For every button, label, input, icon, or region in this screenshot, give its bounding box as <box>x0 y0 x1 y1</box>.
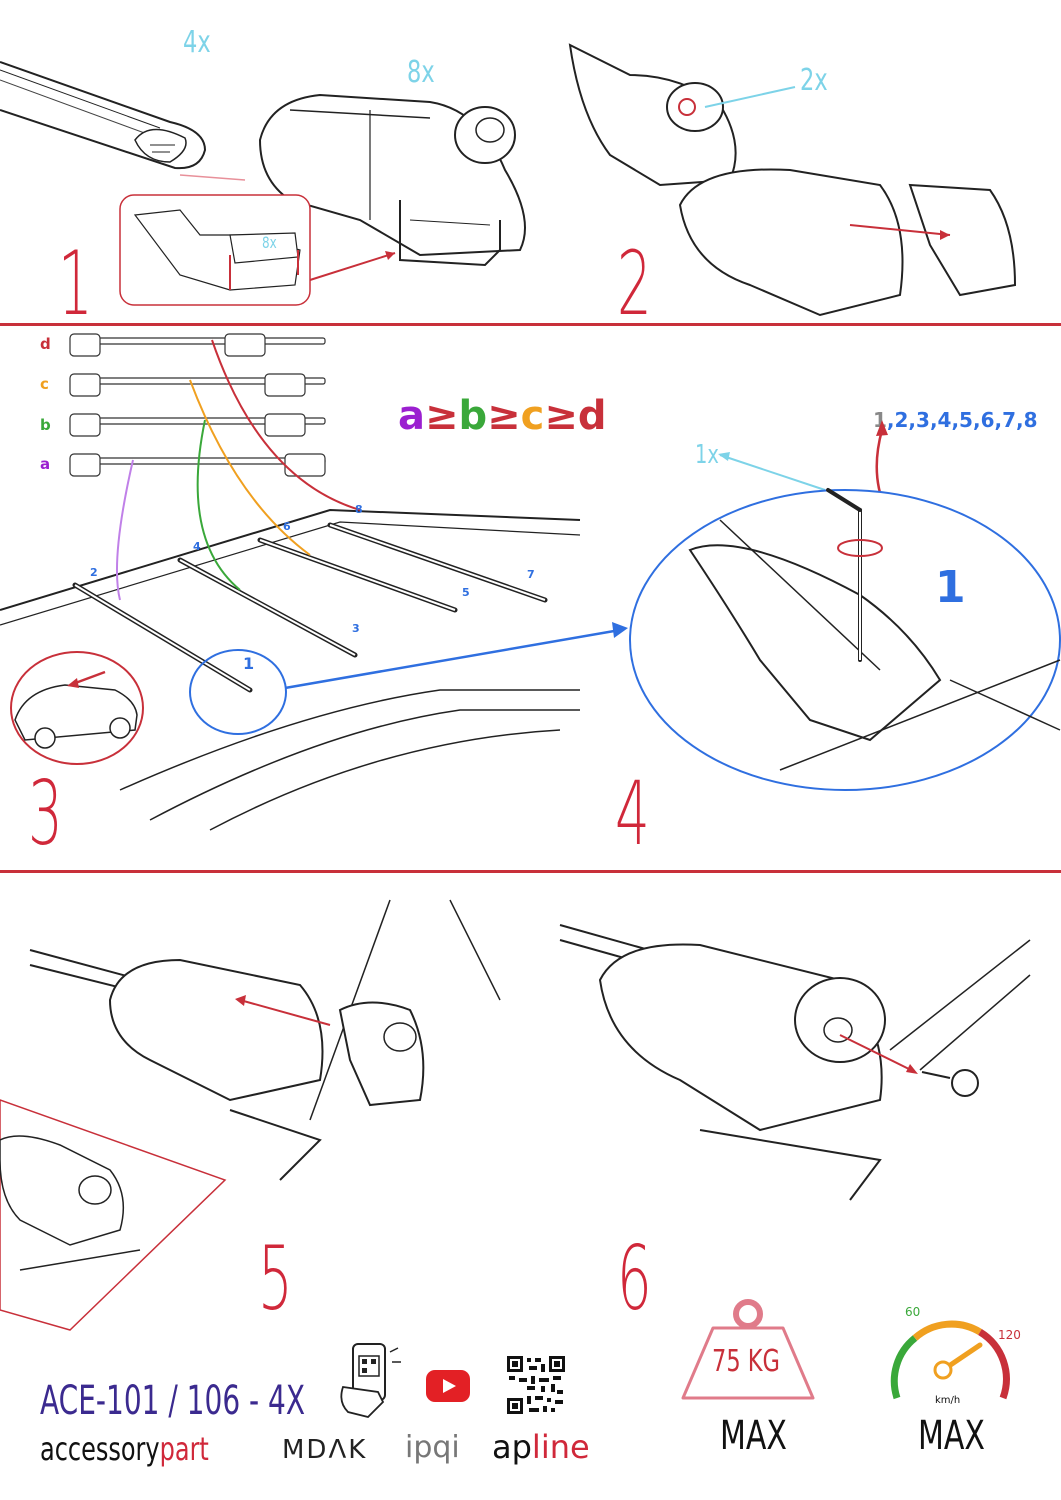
youtube-icon[interactable] <box>426 1370 472 1404</box>
position-3: 3 <box>352 622 360 635</box>
formula-c: c <box>520 393 545 439</box>
step-2-number: 2 <box>617 232 652 335</box>
qr-code-icon[interactable] <box>507 1356 567 1416</box>
lock-with-key-illustration <box>559 924 1031 1201</box>
level-d: d <box>40 335 51 353</box>
position-8: 8 <box>355 503 363 516</box>
formula-d: d <box>577 393 607 439</box>
brand-mdak: MDΛK <box>282 1435 368 1465</box>
position-6: 6 <box>283 520 291 533</box>
pads-quantity: 8x <box>262 233 277 252</box>
brand-accessory: accessory <box>40 1430 160 1468</box>
step-4-number: 4 <box>615 762 650 865</box>
cover-removal-illustration <box>678 168 1017 317</box>
formula-ge-1: ≥ <box>425 393 459 439</box>
formula-ge-2: ≥ <box>487 393 521 439</box>
brand-part: part <box>159 1430 209 1468</box>
formula-ge-3: ≥ <box>544 393 578 439</box>
feet-quantity: 8x <box>407 55 435 90</box>
phone-scan-icon <box>340 1343 401 1418</box>
keys-quantity: 2x <box>800 63 828 98</box>
brand-apline: apline <box>492 1428 590 1466</box>
detail-circle-illustration <box>629 420 1061 791</box>
weight-icon <box>681 1299 815 1400</box>
speed-unit-label: km/h <box>935 1395 961 1406</box>
bars-quantity: 4x <box>183 25 211 60</box>
pad-inset-box <box>119 194 396 306</box>
position-2: 2 <box>90 566 98 579</box>
car-direction-inset <box>10 651 144 765</box>
foot-illustration <box>258 93 526 267</box>
key-lock-illustration <box>568 43 796 187</box>
speed-low-label: 60 <box>905 1305 921 1319</box>
divider-middle <box>0 870 1061 873</box>
speed-max-label: MAX <box>918 1413 985 1459</box>
formula-b: b <box>458 393 488 439</box>
weight-max-label: MAX <box>720 1413 787 1459</box>
position-4: 4 <box>193 540 201 553</box>
level-b: b <box>40 416 51 434</box>
tool-quantity: 1x <box>695 440 719 470</box>
bar-height-stack <box>69 333 326 477</box>
position-1: 1 <box>243 654 255 673</box>
divider-top <box>0 323 1061 326</box>
brand-ap: ap <box>492 1428 532 1466</box>
position-7: 7 <box>527 568 535 581</box>
step-3-number: 3 <box>28 762 63 865</box>
sequence-rest: ,2,3,4,5,6,7,8 <box>886 408 1038 432</box>
step-1-number: 1 <box>58 232 93 335</box>
sequence-label: 1,2,3,4,5,6,7,8 <box>873 408 1038 432</box>
step-6-number: 6 <box>617 1227 652 1330</box>
brand-line: line <box>531 1428 590 1466</box>
level-a: a <box>40 455 51 473</box>
speedometer-icon <box>890 1320 1010 1400</box>
order-formula: a≥b≥c≥d <box>398 393 607 439</box>
locked-cover-inset <box>0 1099 227 1331</box>
roof-rack-illustration <box>0 339 628 831</box>
level-c: c <box>40 375 49 393</box>
tighten-first-number: 1 <box>935 562 966 613</box>
position-5: 5 <box>462 586 470 599</box>
brand-ipqi: ipqi <box>405 1430 460 1465</box>
speed-high-label: 120 <box>998 1328 1021 1342</box>
cover-install-illustration <box>29 899 501 1181</box>
formula-a: a <box>398 393 425 439</box>
weight-value: 75 KG <box>712 1344 780 1379</box>
crossbar-illustration <box>0 61 246 181</box>
product-code: ACE-101 / 106 - 4X <box>40 1378 306 1424</box>
step-5-number: 5 <box>258 1227 293 1330</box>
brand-accessorypart: accessorypart <box>40 1430 209 1468</box>
